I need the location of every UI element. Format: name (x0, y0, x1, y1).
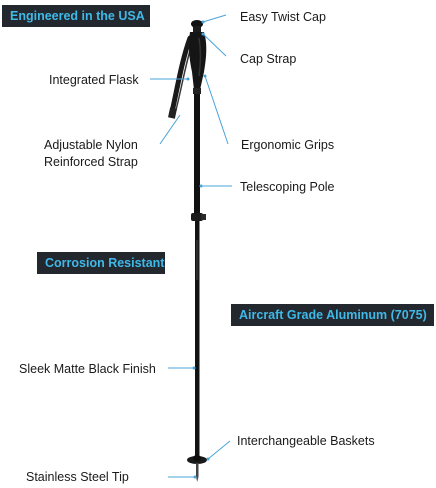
dot-baskets (206, 457, 210, 461)
lower-shaft (195, 221, 200, 457)
ergonomic-grip (188, 32, 207, 90)
basket-hub (193, 455, 201, 461)
banner-aluminum: Aircraft Grade Aluminum (7075) (231, 304, 434, 326)
grip-highlight (198, 37, 202, 77)
leader-strap (159, 114, 181, 145)
tip-point (196, 477, 199, 482)
steel-tip (196, 463, 199, 477)
nylon-strap (169, 35, 193, 115)
leader-cap-strap (202, 33, 227, 57)
label-tip: Stainless Steel Tip (26, 470, 129, 484)
leader-baskets (207, 440, 231, 460)
banner-corrosion: Corrosion Resistant (37, 252, 165, 274)
label-telescoping: Telescoping Pole (240, 180, 335, 194)
label-baskets: Interchangeable Baskets (237, 434, 375, 448)
dot-flask (186, 77, 190, 81)
upper-shaft (194, 94, 200, 214)
dot-finish (192, 366, 196, 370)
dot-twist-cap (201, 20, 205, 24)
strap-tab (168, 107, 177, 119)
label-strap-line1: Adjustable Nylon (44, 138, 138, 152)
label-integrated-flask: Integrated Flask (49, 73, 139, 87)
label-finish: Sleek Matte Black Finish (19, 362, 156, 376)
label-strap-line2: Reinforced Strap (44, 155, 138, 169)
label-twist-cap: Easy Twist Cap (240, 10, 326, 24)
lock-lever (201, 214, 206, 220)
dot-tip (193, 475, 197, 479)
dot-telescoping (199, 184, 203, 188)
shaft-print (196, 240, 199, 280)
label-cap-strap: Cap Strap (240, 52, 297, 66)
dot-cap-strap (201, 32, 205, 36)
grip-collar (193, 88, 201, 94)
cap-neck (193, 26, 201, 32)
leader-grips (204, 75, 229, 145)
telescoping-lock (191, 213, 203, 221)
dot-grips (203, 74, 207, 78)
leader-twist-cap (202, 14, 227, 23)
label-grips: Ergonomic Grips (241, 138, 335, 152)
banner-engineered: Engineered in the USA (2, 5, 150, 27)
